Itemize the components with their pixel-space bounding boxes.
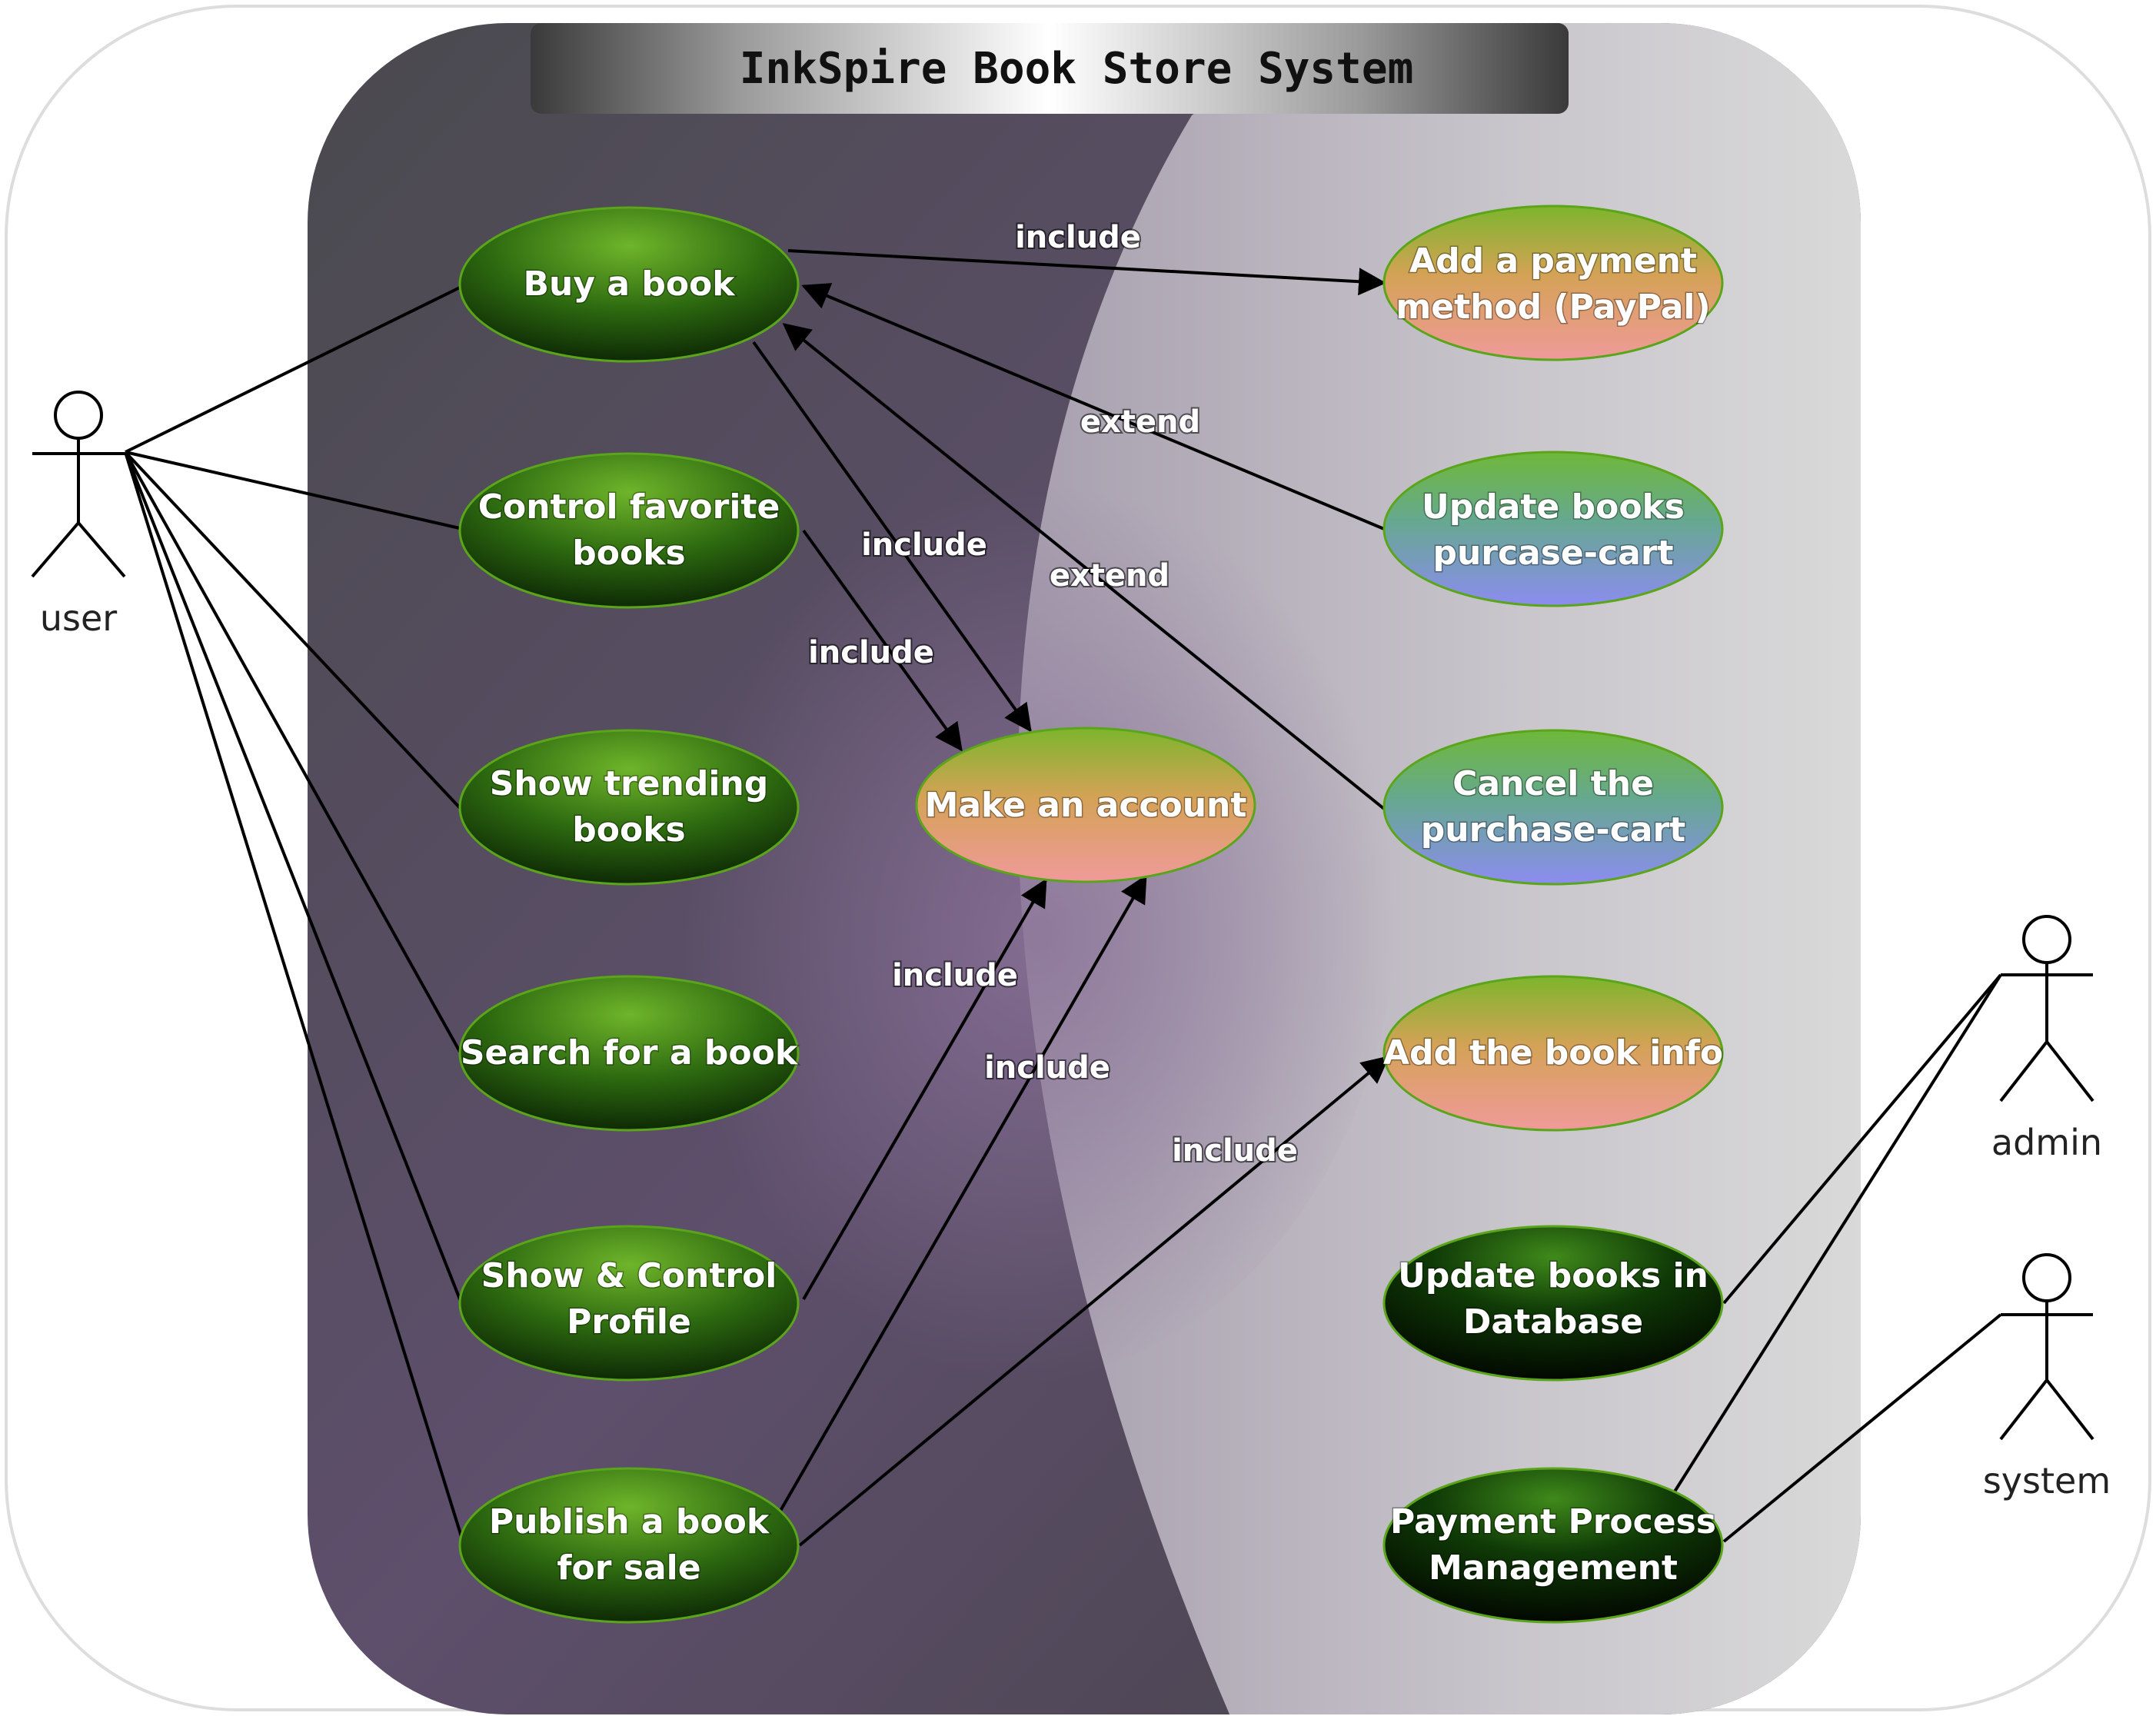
label-extend-cancel-buy: extend bbox=[1050, 558, 1169, 594]
use-case-search-for-a-book[interactable]: Search for a book bbox=[458, 975, 800, 1132]
actor-head-icon bbox=[54, 391, 103, 440]
actor-head-icon bbox=[2022, 915, 2071, 964]
dep-publish-account bbox=[779, 874, 1147, 1511]
use-case-label: purchase-cart bbox=[1421, 810, 1685, 850]
svg-text:books: books bbox=[572, 534, 685, 573]
use-case-label: Cancel the bbox=[1452, 764, 1654, 803]
associations bbox=[124, 284, 2002, 1543]
svg-text:Management: Management bbox=[1429, 1548, 1678, 1588]
label-include-buy-account: include bbox=[861, 527, 987, 563]
diagram-title: InkSpire Book Store System bbox=[740, 44, 1414, 94]
use-case-label: Add the book info bbox=[1383, 1033, 1723, 1072]
use-case-label: method (PayPal) bbox=[1396, 288, 1710, 327]
assoc-user-favorite bbox=[125, 451, 464, 530]
use-case-label: books bbox=[572, 534, 685, 573]
svg-text:method (PayPal): method (PayPal) bbox=[1396, 288, 1710, 327]
actor-system-label: system bbox=[1983, 1460, 2111, 1502]
svg-text:Search for a book: Search for a book bbox=[461, 1033, 799, 1072]
use-case-label: Control favorite bbox=[478, 487, 780, 527]
actor-head-icon bbox=[2022, 1253, 2071, 1302]
use-case-publish-book-for-sale[interactable]: Publish a book for sale bbox=[458, 1467, 800, 1624]
actor-admin-label: admin bbox=[1991, 1122, 2102, 1163]
svg-text:Publish a book: Publish a book bbox=[489, 1502, 770, 1541]
label-include-buy-payment: include bbox=[1015, 220, 1141, 255]
svg-text:Control favorite: Control favorite bbox=[478, 487, 780, 527]
assoc-user-publish bbox=[124, 451, 464, 1542]
svg-text:for sale: for sale bbox=[557, 1548, 700, 1588]
use-case-label: Management bbox=[1429, 1548, 1678, 1588]
use-case-update-books-purchase-cart[interactable]: Update books purcase-cart bbox=[1382, 451, 1724, 607]
use-case-update-books-in-database[interactable]: Update books in Database bbox=[1382, 1225, 1724, 1382]
dep-update-buy bbox=[801, 283, 1385, 530]
svg-text:Update books: Update books bbox=[1422, 487, 1685, 527]
use-case-label: Database bbox=[1463, 1302, 1643, 1342]
label-include-publish-bookinfo: include bbox=[1172, 1133, 1298, 1169]
use-case-make-an-account[interactable]: Make an account bbox=[915, 727, 1256, 883]
svg-text:Show trending: Show trending bbox=[490, 764, 769, 803]
svg-text:Add a payment: Add a payment bbox=[1409, 241, 1697, 281]
svg-text:Payment Process: Payment Process bbox=[1390, 1502, 1716, 1541]
label-include-profile-account: include bbox=[892, 958, 1018, 993]
actor-system[interactable] bbox=[1999, 1253, 2094, 1441]
svg-text:Profile: Profile bbox=[567, 1302, 691, 1342]
assoc-user-trending bbox=[124, 451, 464, 813]
use-case-cancel-purchase-cart[interactable]: Cancel the purchase-cart bbox=[1382, 729, 1724, 886]
use-case-label: for sale bbox=[557, 1548, 700, 1588]
assoc-user-search bbox=[124, 451, 464, 1058]
label-include-publish-account: include bbox=[984, 1050, 1110, 1086]
use-case-label: Add a payment bbox=[1409, 241, 1697, 281]
assoc-system-payment bbox=[1722, 1313, 2002, 1543]
assoc-admin-db bbox=[1722, 973, 2002, 1305]
dep-buy-payment bbox=[787, 249, 1386, 296]
dep-buy-account bbox=[752, 341, 1032, 733]
relation-labels: include extend include extend include in… bbox=[807, 218, 1299, 1170]
svg-text:Make an account: Make an account bbox=[925, 786, 1247, 825]
dep-cancel-buy bbox=[782, 323, 1386, 810]
svg-text:purcase-cart: purcase-cart bbox=[1432, 534, 1673, 573]
assoc-user-profile bbox=[124, 451, 464, 1308]
dependencies bbox=[752, 249, 1390, 1547]
use-case-label: purcase-cart bbox=[1432, 534, 1673, 573]
use-case-label: books bbox=[572, 810, 685, 850]
label-extend-update-buy: extend bbox=[1080, 404, 1200, 440]
svg-text:books: books bbox=[572, 810, 685, 850]
svg-text:Buy a book: Buy a book bbox=[523, 264, 736, 304]
use-case-show-control-profile[interactable]: Show & Control Profile bbox=[458, 1225, 800, 1382]
svg-text:Add the book info: Add the book info bbox=[1383, 1033, 1723, 1072]
use-case-label: Show trending bbox=[490, 764, 769, 803]
dep-profile-account bbox=[802, 878, 1047, 1301]
svg-text:Database: Database bbox=[1463, 1302, 1643, 1342]
use-case-label: Update books bbox=[1422, 487, 1685, 527]
svg-text:Show & Control: Show & Control bbox=[481, 1256, 777, 1295]
dep-publish-bookinfo bbox=[798, 1056, 1390, 1547]
use-case-label: Show & Control bbox=[481, 1256, 777, 1295]
dep-fav-account bbox=[802, 529, 963, 752]
assoc-user-buy bbox=[125, 284, 464, 454]
use-case-show-trending-books[interactable]: Show trending books bbox=[458, 729, 800, 886]
use-case-label: Make an account bbox=[925, 786, 1247, 825]
actor-user[interactable] bbox=[31, 391, 126, 578]
label-include-fav-account: include bbox=[808, 635, 934, 670]
use-case-payment-process-management[interactable]: Payment Process Management bbox=[1382, 1467, 1724, 1624]
title-bar: InkSpire Book Store System bbox=[531, 23, 1569, 114]
use-case-label: Profile bbox=[567, 1302, 691, 1342]
use-case-add-book-info[interactable]: Add the book info bbox=[1382, 975, 1725, 1132]
actor-user-label: user bbox=[40, 597, 117, 639]
assoc-admin-payment bbox=[1673, 973, 2002, 1493]
use-case-label: Payment Process bbox=[1390, 1502, 1716, 1541]
svg-text:Cancel the: Cancel the bbox=[1452, 764, 1654, 803]
use-case-buy-book[interactable]: Buy a book bbox=[458, 206, 800, 363]
svg-text:Update books in: Update books in bbox=[1398, 1256, 1708, 1295]
svg-text:purchase-cart: purchase-cart bbox=[1421, 810, 1685, 850]
use-case-control-favorite-books[interactable]: Control favorite books bbox=[458, 452, 800, 609]
use-case-label: Publish a book bbox=[489, 1502, 770, 1541]
use-case-label: Search for a book bbox=[461, 1033, 799, 1072]
use-case-label: Buy a book bbox=[523, 264, 736, 304]
use-case-label: Update books in bbox=[1398, 1256, 1708, 1295]
use-case-add-payment-method[interactable]: Add a payment method (PayPal) bbox=[1382, 205, 1724, 361]
actor-admin[interactable] bbox=[1999, 915, 2094, 1102]
